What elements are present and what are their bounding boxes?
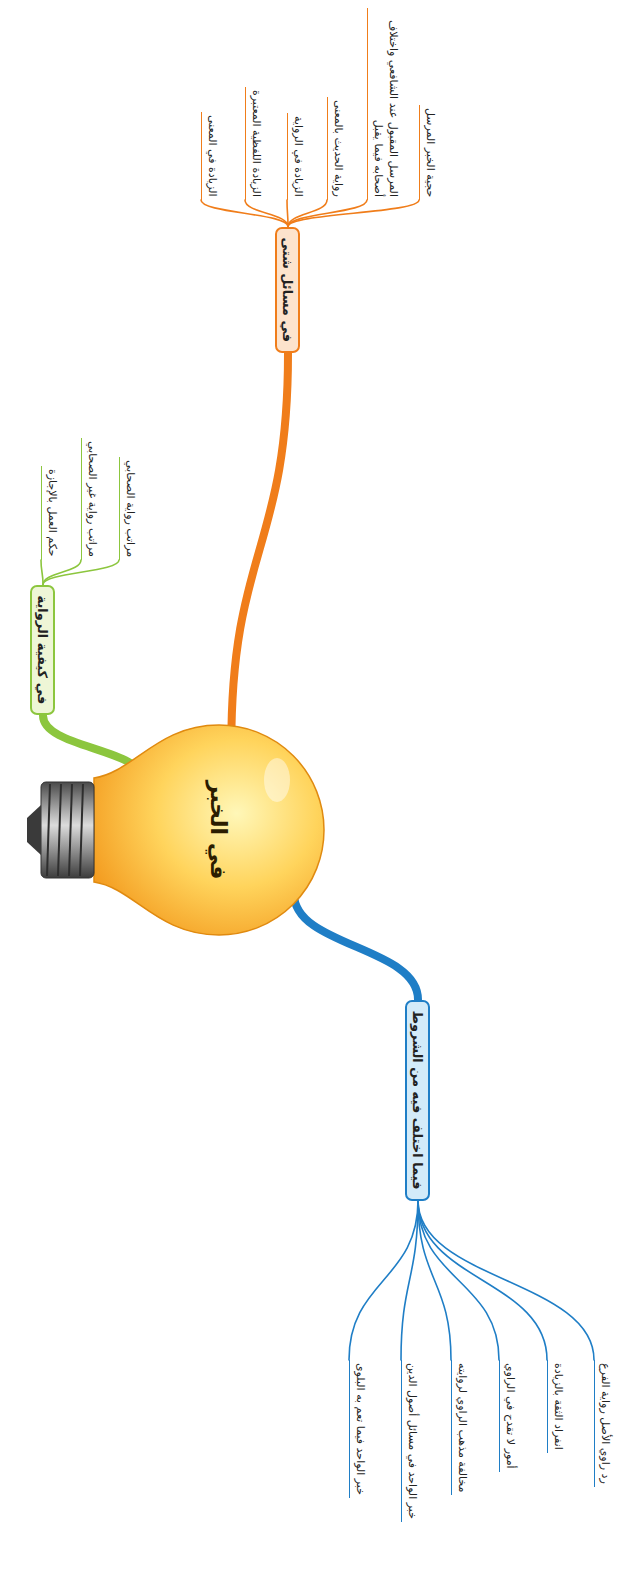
leaf-connector <box>418 1201 594 1361</box>
leaf-connector <box>418 1201 451 1361</box>
topic-leaf: مخالفة مذهب الراوي لروايته <box>451 1360 469 1495</box>
topic-leaf: المرسل المقبول عند الشافعي واختلاف أصحاب… <box>367 8 400 200</box>
bulb-tip <box>27 805 41 855</box>
leaf-text: خبر الواحد في مسائل أصول الدين <box>404 1363 419 1519</box>
center-title: في الخبر <box>207 781 232 880</box>
leaf-text: انفراد الثقة بالزيادة <box>550 1363 565 1450</box>
branch-title: في كيفية الرواية <box>36 596 51 705</box>
topic-leaf: مراتب رواية غير الصحابي <box>81 438 99 560</box>
leaf-text: مراتب رواية الصحابي <box>122 460 137 557</box>
leaf-connector <box>288 200 367 227</box>
topic-leaf: حكم العمل بالإجازة <box>41 466 59 560</box>
bulb-screw <box>41 782 94 878</box>
leaf-connector <box>418 1201 547 1361</box>
leaf-text: مخالفة مذهب الراوي لروايته <box>454 1363 469 1492</box>
topic-leaf: رواية الحديث بالمعنى <box>327 97 345 200</box>
branch-connector <box>231 354 288 746</box>
topic-leaf: انفراد الثقة بالزيادة <box>547 1360 565 1453</box>
bulb-glass <box>94 725 324 935</box>
leaf-text: المرسل المقبول عند الشافعي واختلاف أصحاب… <box>370 11 400 197</box>
branch-title: فيما اختلف فيه من الشروط <box>411 1011 426 1190</box>
topic-leaf: الزيادة اللفظية المعتبرة <box>245 87 263 200</box>
leaf-text: الزيادة في الرواية <box>290 116 305 197</box>
branch-box: فيما اختلف فيه من الشروط <box>406 1000 431 1201</box>
leaf-connector <box>245 200 288 227</box>
branch-box: في مسائل شتى <box>276 227 301 354</box>
leaf-connector <box>288 200 419 227</box>
leaf-text: حكم العمل بالإجازة <box>44 469 59 557</box>
leaf-text: أمور لا تقدح في الراوي <box>502 1363 517 1469</box>
topic-leaf: رد راوي الأصل رواية الفرع <box>594 1360 612 1487</box>
topic-leaf: خبر الواحد في مسائل أصول الدين <box>401 1360 419 1522</box>
bulb-highlight <box>264 758 290 802</box>
leaf-connector <box>418 1201 499 1361</box>
mind-map-center: في الخبر <box>144 745 294 915</box>
leaf-connector <box>349 1201 418 1361</box>
branch-connector <box>294 894 418 1000</box>
leaf-text: الزيادة في المعنى <box>204 115 219 197</box>
leaf-text: مراتب رواية غير الصحابي <box>84 441 99 557</box>
leaf-text: الزيادة اللفظية المعتبرة <box>248 90 263 197</box>
topic-leaf: حجية الخبر المرسل <box>419 105 437 200</box>
branch-title: في مسائل شتى <box>281 238 296 343</box>
leaf-text: رد راوي الأصل رواية الفرع <box>597 1363 612 1484</box>
leaf-connector <box>201 200 288 227</box>
leaf-connector <box>43 560 119 585</box>
topic-leaf: أمور لا تقدح في الراوي <box>499 1360 517 1472</box>
leaf-connector <box>43 560 81 585</box>
branch-box: في كيفية الرواية <box>31 585 56 716</box>
topic-leaf: الزيادة في الرواية <box>287 113 305 200</box>
topic-leaf: مراتب رواية الصحابي <box>119 457 137 560</box>
leaf-connector <box>288 200 327 227</box>
leaf-connector <box>41 560 43 585</box>
leaf-text: حجية الخبر المرسل <box>422 108 437 197</box>
topic-leaf: خبر الواحد فيما تعم به البلوى <box>349 1360 367 1498</box>
leaf-text: رواية الحديث بالمعنى <box>330 100 345 197</box>
topic-leaf: الزيادة في المعنى <box>201 112 219 200</box>
screw-threads <box>47 784 83 876</box>
leaf-text: خبر الواحد فيما تعم به البلوى <box>352 1363 367 1495</box>
